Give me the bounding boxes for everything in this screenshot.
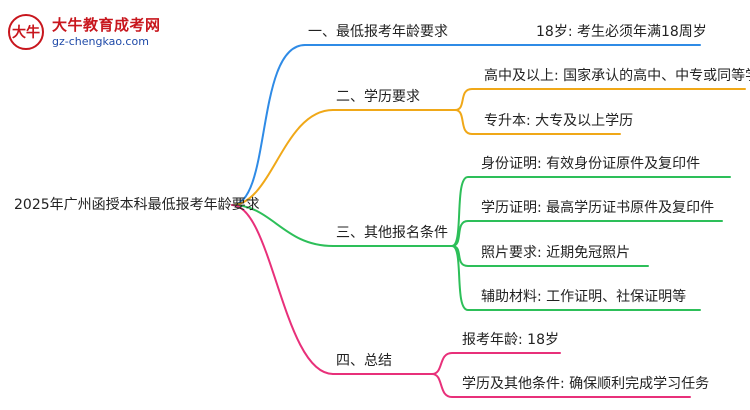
logo-badge-icon: 大牛 bbox=[8, 14, 44, 50]
branch-1-leaf-1: 18岁: 考生必须年满18周岁 bbox=[536, 24, 707, 40]
logo-site-name: 大牛教育成考网 bbox=[52, 16, 161, 34]
branch-1-curve bbox=[231, 44, 306, 206]
branch-3-leaf-2: 学历证明: 最高学历证书原件及复印件 bbox=[481, 200, 715, 216]
branch-3-leaf-4-curve bbox=[451, 245, 701, 311]
branch-3-leaf-3: 照片要求: 近期免冠照片 bbox=[481, 245, 631, 261]
branch-4-leaf-1-curve bbox=[431, 352, 561, 375]
branch-2-leaf-2-curve bbox=[454, 109, 621, 135]
branch-3-leaf-4: 辅助材料: 工作证明、社保证明等 bbox=[481, 289, 687, 305]
branch-3-label: 三、其他报名条件 bbox=[336, 225, 448, 241]
branch-4-curve bbox=[231, 204, 334, 375]
root-node: 2025年广州函授本科最低报考年龄要求 bbox=[14, 197, 260, 213]
branch-3-leaf-2-curve bbox=[451, 220, 723, 247]
branch-3-leaf-1-curve bbox=[451, 176, 731, 247]
branch-4-leaf-1: 报考年龄: 18岁 bbox=[462, 332, 559, 348]
branch-4-leaf-2-curve bbox=[431, 373, 691, 398]
branch-2-leaf-2: 专升本: 大专及以上学历 bbox=[484, 113, 634, 129]
branch-2-label: 二、学历要求 bbox=[336, 89, 420, 105]
site-logo: 大牛 大牛教育成考网 gz-chengkao.com bbox=[8, 14, 178, 52]
branch-4-label: 四、总结 bbox=[336, 353, 392, 369]
branch-3-leaf-1: 身份证明: 有效身份证原件及复印件 bbox=[481, 156, 701, 172]
logo-badge-text: 大牛 bbox=[12, 25, 40, 41]
branch-3-curve bbox=[231, 204, 334, 247]
branch-4-leaf-2: 学历及其他条件: 确保顺利完成学习任务 bbox=[462, 376, 710, 392]
branch-2-curve bbox=[231, 109, 334, 206]
logo-url: gz-chengkao.com bbox=[52, 35, 149, 48]
branch-1-label: 一、最低报考年龄要求 bbox=[308, 24, 448, 40]
branch-2-leaf-1-curve bbox=[454, 88, 746, 111]
branch-2-leaf-1: 高中及以上: 国家承认的高中、中专或同等学力 bbox=[484, 68, 750, 84]
